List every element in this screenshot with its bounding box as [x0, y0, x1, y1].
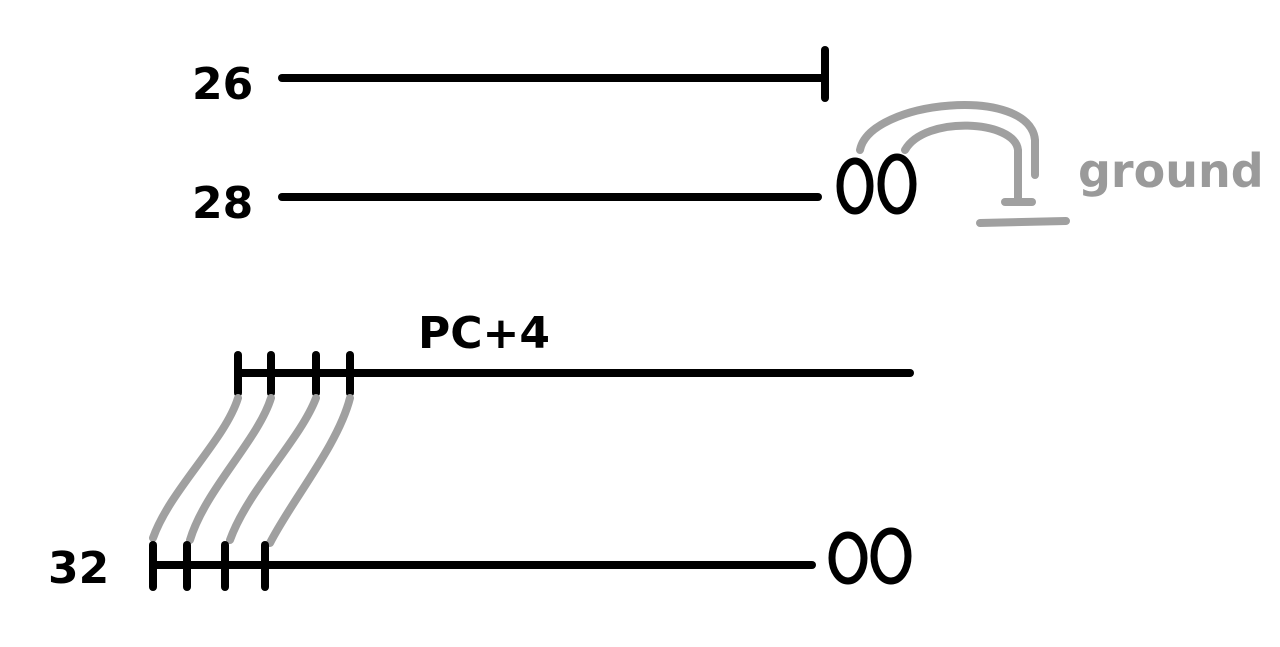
- bit-wire-2: [186, 394, 275, 544]
- bus-28-width-label: 28: [192, 178, 253, 229]
- bus-28-zero-suffix: [836, 153, 917, 215]
- bus-28-zero-2: [877, 153, 917, 215]
- pc-plus-4-label: PC+4: [418, 308, 550, 359]
- bus-32-width-label: 32: [48, 543, 109, 594]
- bus-26-width-label: 26: [192, 59, 253, 110]
- ground-label: ground: [1078, 144, 1264, 198]
- ground-wire-outer: [856, 101, 1039, 179]
- bus-32-zero-suffix: [828, 527, 912, 585]
- ground-connection: ground: [856, 101, 1264, 227]
- ground-symbol-base: [976, 217, 1070, 227]
- pc-plus-4-bus: PC+4: [234, 308, 914, 397]
- bus-26: 26: [192, 46, 829, 110]
- bus-28-zero-1: [836, 157, 874, 215]
- bus-32: 32: [48, 527, 912, 594]
- upper-bit-connections: [149, 394, 354, 547]
- bus-32-zero-2: [870, 527, 912, 585]
- bit-wire-4: [266, 394, 354, 547]
- bit-wire-3: [226, 394, 320, 544]
- bit-wire-1: [149, 394, 242, 542]
- ground-wire-inner: [901, 121, 1022, 202]
- bus-32-zero-1: [828, 531, 868, 585]
- bus-28: 28: [192, 153, 917, 229]
